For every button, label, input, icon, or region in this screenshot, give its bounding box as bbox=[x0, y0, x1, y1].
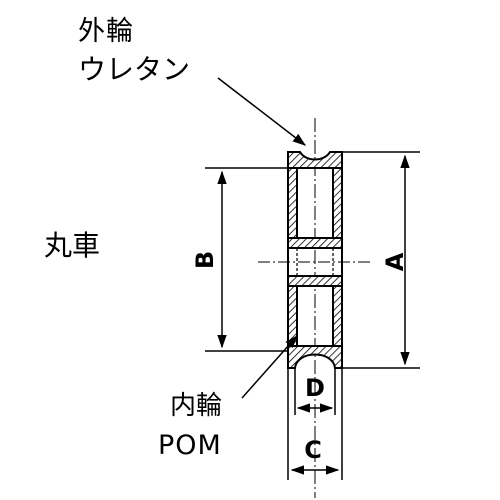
inner-ring-title: 内輪 bbox=[170, 391, 223, 421]
inner-ring-upper-right-wall bbox=[332, 167, 343, 246]
dim-d-label: D bbox=[305, 374, 325, 402]
inner-ring-leader bbox=[241, 334, 298, 399]
outer-ring-bottom bbox=[287, 345, 343, 369]
outer-ring-material: ウレタン bbox=[78, 53, 191, 86]
inner-ring-lower-right-wall bbox=[332, 285, 343, 347]
wheel-name-label: 丸車 bbox=[44, 229, 101, 262]
dim-b-label: B bbox=[191, 251, 219, 269]
hub-top bbox=[287, 237, 343, 249]
inner-ring-upper-left-wall bbox=[287, 167, 298, 246]
hub-bottom bbox=[287, 275, 343, 287]
outer-ring-leader bbox=[217, 77, 307, 146]
outer-ring-title: 外輪 bbox=[78, 16, 134, 47]
inner-ring-material: POM bbox=[158, 430, 222, 461]
dim-a-label: A bbox=[381, 252, 409, 271]
dim-c-label: C bbox=[304, 436, 322, 464]
outer-ring-top bbox=[287, 151, 343, 169]
